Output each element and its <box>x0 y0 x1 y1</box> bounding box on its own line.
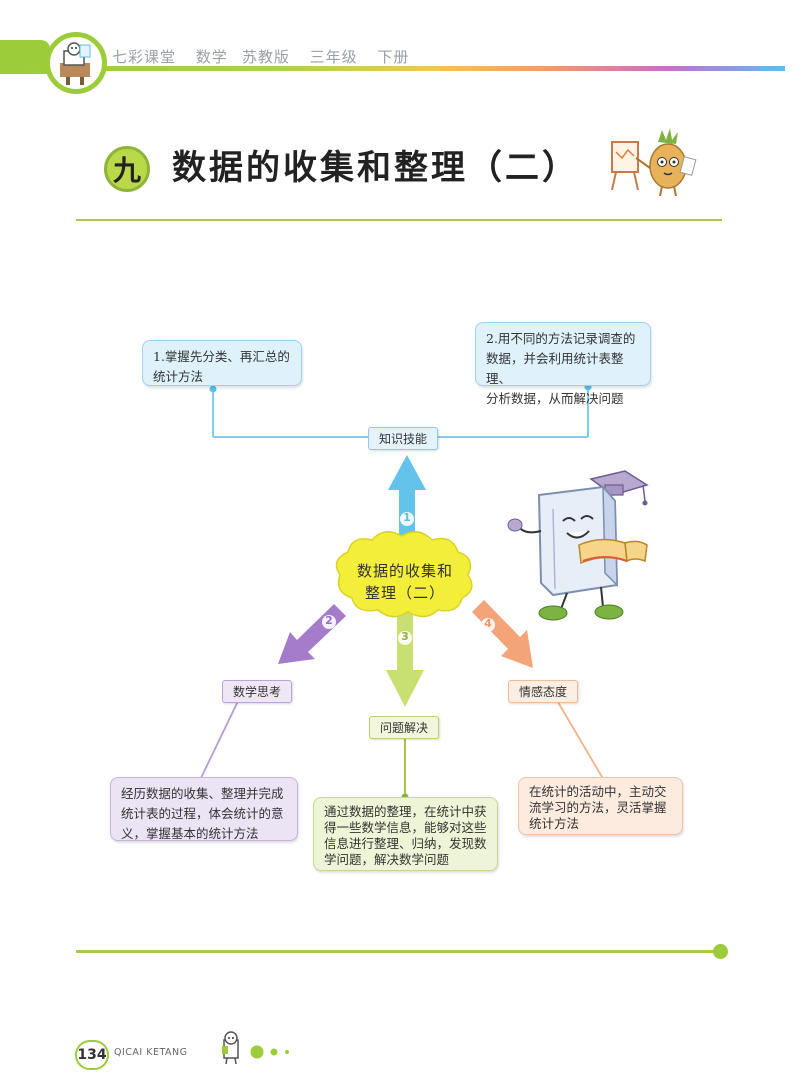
tag-attitude: 情感态度 <box>508 680 579 703</box>
header-breadcrumb: 七彩课堂 数学苏教版 三年级 下册 <box>112 46 423 67</box>
attitude-box: 在统计的活动中，主动交 流学习的方法，灵活掌握 统计方法 <box>518 777 683 835</box>
header-edition: 苏教版 <box>241 48 290 66</box>
box-line: 1.掌握先分类、再汇总的 <box>153 349 290 364</box>
box-line: 统计表的过程，体会统计的意 <box>121 806 284 821</box>
problem-solving-box: 通过数据的整理，在统计中获 得一些数学信息，能够对这些 信息进行整理、归纳，发现… <box>313 797 498 871</box>
tag-problem-solving: 问题解决 <box>369 716 440 739</box>
box-line: 分析数据，从而解决问题 <box>486 391 624 406</box>
arrow-2-number: 2 <box>325 614 333 627</box>
footer-divider-dot <box>713 944 728 959</box>
branch-3-connector <box>401 733 409 801</box>
header-series: 七彩课堂 <box>112 48 177 66</box>
header-volume: 下册 <box>377 48 410 66</box>
box-line: 统计方法 <box>153 369 204 384</box>
tag-math-thinking: 数学思考 <box>222 680 293 703</box>
footer-brand: QICAI KETANG <box>114 1047 188 1058</box>
box-line: 义，掌握基本的统计方法 <box>121 826 259 841</box>
mindmap-center-text: 数据的收集和 整理（二） <box>340 560 470 604</box>
title-divider <box>76 219 722 221</box>
page-title: 数据的收集和整理（二） <box>172 148 579 188</box>
skills-box-2: 2.用不同的方法记录调查的 数据，并会利用统计表整理、 分析数据，从而解决问题 <box>475 322 651 406</box>
box-line: 学问题，解决数学问题 <box>324 852 450 867</box>
footer-mascot-icon <box>222 1031 239 1065</box>
box-line: 2.用不同的方法记录调查的 <box>486 331 636 346</box>
header-logo-badge <box>45 32 107 94</box>
skills-box-1: 1.掌握先分类、再汇总的 统计方法 <box>142 340 302 386</box>
box-line: 统计方法 <box>529 816 580 831</box>
arrow-3 <box>386 610 424 707</box>
arrow-4-number: 4 <box>484 617 492 630</box>
header-bar <box>0 40 785 74</box>
center-line-1: 数据的收集和 <box>356 562 453 580</box>
center-line-2: 整理（二） <box>364 584 445 602</box>
branch-1-connector <box>212 388 589 438</box>
thinking-box: 经历数据的收集、整理并完成 统计表的过程，体会统计的意 义，掌握基本的统计方法 <box>110 777 298 841</box>
tag-knowledge-skills: 知识技能 <box>368 427 439 450</box>
box-line: 得一些数学信息，能够对这些 <box>324 820 487 835</box>
box-line: 流学习的方法，灵活掌握 <box>529 800 667 815</box>
box-line: 经历数据的收集、整理并完成 <box>121 786 284 801</box>
branch-4-connector <box>554 696 610 787</box>
box-line: 信息进行整理、归纳，发现数 <box>324 836 487 851</box>
branch-1-node-left <box>209 385 217 393</box>
header-subject: 数学 <box>195 48 228 66</box>
header-grade: 三年级 <box>309 48 358 66</box>
chapter-number-badge: 九 <box>104 146 150 192</box>
arrow-2 <box>278 604 346 664</box>
box-line: 数据，并会利用统计表整理、 <box>486 351 624 386</box>
cartoon-teacher-icon <box>60 42 91 85</box>
footer-dots-icon <box>250 1045 289 1059</box>
book-mascot-icon <box>507 470 649 621</box>
page-number: 134 <box>75 1040 109 1070</box>
branch-2-connector <box>196 696 241 786</box>
arrow-3-number: 3 <box>401 630 409 643</box>
pineapple-mascot-icon <box>611 128 697 197</box>
box-line: 在统计的活动中，主动交 <box>529 784 667 799</box>
box-line: 通过数据的整理，在统计中获 <box>324 804 487 819</box>
center-cloud <box>335 531 473 618</box>
footer-divider <box>76 950 721 953</box>
arrow-1-number: 1 <box>403 511 411 524</box>
arrow-4 <box>472 600 533 668</box>
arrow-1 <box>388 455 426 540</box>
